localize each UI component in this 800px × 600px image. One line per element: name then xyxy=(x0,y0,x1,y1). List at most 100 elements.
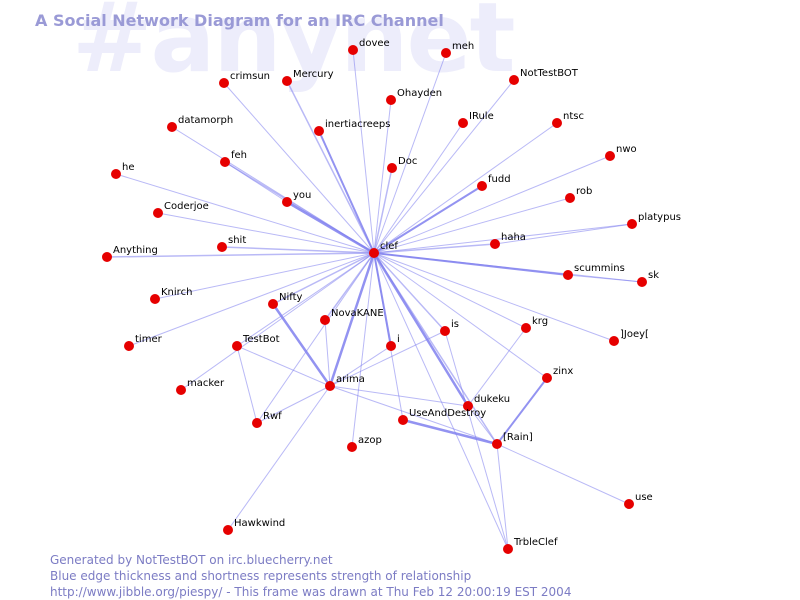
node-label: TrbleClef xyxy=(513,537,558,548)
node-dot xyxy=(441,48,451,58)
node-dot xyxy=(490,239,500,249)
node-label: krg xyxy=(532,316,548,327)
node-label: timer xyxy=(135,334,163,345)
node-label: fudd xyxy=(488,174,511,185)
footer-url-timestamp: http://www.jibble.org/piespy/ - This fra… xyxy=(50,585,572,599)
node-dot xyxy=(463,401,473,411)
node-label: platypus xyxy=(638,212,681,223)
edge xyxy=(227,385,331,531)
node-dot xyxy=(492,439,502,449)
node: Nifty xyxy=(268,292,303,309)
node: use xyxy=(624,492,653,509)
edge xyxy=(402,418,498,446)
edge xyxy=(373,252,615,342)
node: krg xyxy=(521,316,548,333)
node-dot xyxy=(220,157,230,167)
node: dukeku xyxy=(463,394,510,411)
node-dot xyxy=(314,126,324,136)
edge xyxy=(467,327,527,407)
node-dot xyxy=(176,385,186,395)
node-label: IRule xyxy=(469,111,494,122)
edge xyxy=(352,49,375,254)
node-label: arima xyxy=(336,374,365,385)
edge xyxy=(329,345,392,387)
edge xyxy=(373,167,393,254)
edge xyxy=(329,385,469,407)
channel-watermark: #anynet xyxy=(72,0,515,94)
edge xyxy=(373,252,509,550)
node-dot xyxy=(111,169,121,179)
edge xyxy=(373,252,527,329)
node-dot xyxy=(282,197,292,207)
edge xyxy=(494,223,633,245)
node: is xyxy=(440,319,459,336)
edge xyxy=(236,345,258,424)
node-label: macker xyxy=(187,378,225,389)
node: Coderjoe xyxy=(153,201,209,218)
node-label: meh xyxy=(452,41,474,52)
node-label: datamorph xyxy=(178,115,233,126)
edge xyxy=(224,161,288,203)
edge xyxy=(373,252,498,445)
edge xyxy=(373,155,611,254)
edge xyxy=(328,252,376,387)
node-label: use xyxy=(635,492,653,503)
edge xyxy=(286,80,375,254)
node-dot xyxy=(509,75,519,85)
node-label: Coderjoe xyxy=(164,201,209,212)
node-label: Hawkwind xyxy=(234,518,285,529)
edge xyxy=(496,443,509,550)
node-dot xyxy=(563,270,573,280)
node: clef xyxy=(369,241,398,258)
node-label: dukeku xyxy=(474,394,510,405)
edge xyxy=(256,385,331,424)
edge xyxy=(236,252,375,347)
node-dot xyxy=(387,163,397,173)
node-label: Nifty xyxy=(279,292,303,303)
node-label: dovee xyxy=(359,38,390,49)
edges-layer xyxy=(106,49,643,550)
edge xyxy=(329,385,498,445)
node: you xyxy=(282,190,311,207)
node: azop xyxy=(347,435,382,452)
node-dot xyxy=(542,373,552,383)
node: timer xyxy=(124,334,163,351)
node-dot xyxy=(348,45,358,55)
edge xyxy=(373,252,404,421)
node-dot xyxy=(637,277,647,287)
footer-generated-by: Generated by NotTestBOT on irc.bluecherr… xyxy=(50,553,333,567)
node-dot xyxy=(565,193,575,203)
node-label: NotTestBOT xyxy=(520,68,579,79)
edge xyxy=(496,443,630,505)
node: Mercury xyxy=(282,69,334,86)
node-dot xyxy=(232,341,242,351)
node: he xyxy=(111,162,135,179)
node-dot xyxy=(167,122,177,132)
edge xyxy=(351,252,375,448)
node-dot xyxy=(609,336,619,346)
node: i xyxy=(386,334,400,351)
node-label: ntsc xyxy=(563,111,584,122)
edge xyxy=(373,223,633,254)
node-dot xyxy=(605,151,615,161)
node-dot xyxy=(223,525,233,535)
node: meh xyxy=(441,41,474,58)
edge xyxy=(373,252,643,283)
edge xyxy=(373,252,548,379)
node: fudd xyxy=(477,174,511,191)
node-label: TestBot xyxy=(242,334,280,345)
node-label: clef xyxy=(380,241,398,252)
node-dot xyxy=(268,299,278,309)
node: nwo xyxy=(605,144,637,161)
node-dot xyxy=(521,323,531,333)
node-dot xyxy=(153,208,163,218)
node-label: is xyxy=(451,319,459,330)
node: TrbleClef xyxy=(503,537,558,554)
node-label: Ohayden xyxy=(397,88,442,99)
node-label: UseAndDestroy xyxy=(409,408,486,419)
node: NotTestBOT xyxy=(509,68,579,85)
edge xyxy=(286,200,375,255)
node-label: crimsun xyxy=(230,71,270,82)
node: UseAndDestroy xyxy=(398,408,486,425)
